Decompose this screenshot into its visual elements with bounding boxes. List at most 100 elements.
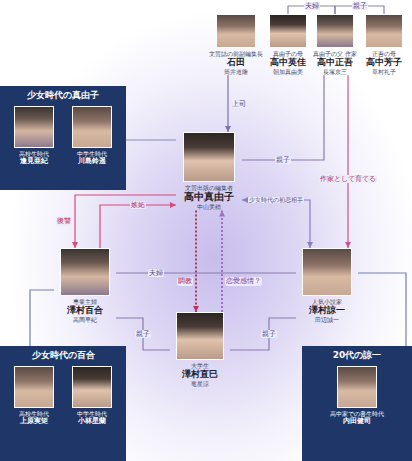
portrait-photo [216,14,256,48]
connector-line [116,272,296,273]
connector-line [75,195,176,248]
role-text: 文芸出版の編集者 [176,184,242,191]
portrait-photo [14,366,54,408]
era-card: 中学生時代小林星蘭 [66,366,118,426]
era-text: 高中家での書生時代 [326,410,388,417]
connector [116,273,296,274]
relation-label: 作家として育てる [319,175,377,183]
relation-label: 少女時代の初恋相手 [248,197,304,204]
character-card: 専業主婦澤村百合高岡早紀 [54,248,116,323]
panel-heading: 少女時代の真由子 [0,90,126,101]
character-card: 人気小説家澤村諒一田辺誠一 [296,248,358,323]
connector-line [227,75,228,132]
connector-line [347,75,348,248]
character-card: 真由子の父 作家高中正吾長塚京三 [312,14,358,75]
actor-text: 田辺誠一 [296,316,358,323]
era-text: 中学生時代 [66,150,118,157]
portrait-photo [183,132,235,182]
actor-text: 高岡早紀 [54,316,116,323]
era-card: 中学生時代川島鈴遥 [66,106,118,166]
era-card: 高中家での書生時代内田健司 [326,366,388,426]
group-panel: 少女時代の百合高校生時代上原実矩中学生時代小林星蘭 [0,346,126,461]
arrow-head [219,210,225,216]
name-text: 高中英佳 [266,57,310,68]
actor-text: 逢見亜紀 [8,157,60,165]
relation-label: 上司 [231,100,247,108]
connector [30,290,54,346]
connector-line [242,75,324,160]
connector-line [221,210,223,312]
role-text: 真由子の母 [266,50,310,57]
connector [230,318,296,350]
actor-text: 草村礼子 [362,68,406,75]
relation-label: 親子 [275,156,291,164]
name-text: 高中正吾 [312,57,358,68]
connector [126,140,176,141]
connector-line [242,200,310,248]
relation-label: 親子 [261,330,277,338]
relation-label: 夫婦 [304,2,320,10]
name-text: 高中芳子 [362,57,406,68]
role-text: 文芸誌の前副編集長 [208,50,264,57]
name-text: 澤村百合 [54,305,116,316]
connector [193,210,199,312]
role-text: 人気小説家 [296,298,358,305]
name-text: 澤村諒一 [296,305,358,316]
connector [358,273,406,346]
relation-label: 親子 [352,2,368,10]
portrait-photo [72,366,112,408]
name-text: 高中真由子 [176,191,242,203]
actor-text: 長塚京三 [312,68,358,75]
character-card: 真由子の母高中英佳朝加真由美 [266,14,310,75]
portrait-photo [337,366,377,408]
actor-text: 筒井道隆 [208,68,264,75]
relation-label: 嫉妬 [130,201,146,209]
connector [345,75,351,248]
group-panel: 少女時代の真由子高校生時代逢見亜紀中学生時代川島鈴遥 [0,86,126,190]
portrait-photo [316,14,354,48]
relation-label: 親子 [135,330,151,338]
era-text: 中学生時代 [66,410,118,417]
portrait-photo [60,248,110,296]
actor-text: 中山美穂 [176,203,242,210]
connector [242,197,313,248]
connector-line [358,273,406,346]
portrait-photo [72,106,112,148]
panel-heading: 少女時代の百合 [0,350,126,361]
actor-text: 朝加真由美 [266,68,310,75]
connector-line [30,290,54,346]
actor-text: 川島鈴遥 [66,157,118,165]
connector-line [230,318,296,350]
group-panel: 20代の諒一高中家での書生時代内田健司 [302,346,412,461]
panel-heading: 20代の諒一 [302,350,412,361]
actor-text: 竜星涼 [170,380,230,387]
relation-label: 復讐 [56,217,72,225]
portrait-photo [365,14,403,48]
character-card: 文芸誌の前副編集長石田筒井道隆 [208,14,264,75]
role-text: 正吾の母 [362,50,406,57]
role-text: 専業主婦 [54,298,116,305]
era-card: 高校生時代逢見亜紀 [8,106,60,166]
character-card: 文芸出版の編集者高中真由子中山美穂 [176,132,242,210]
portrait-photo [14,106,54,148]
connector-line [195,210,197,312]
portrait-photo [302,248,352,296]
portrait-photo [176,312,224,360]
connector-line [100,205,176,248]
relation-label: 恋愛感情？ [225,277,262,285]
connector [72,195,176,248]
actor-text: 小林星蘭 [66,417,118,425]
name-text: 澤村直巳 [170,369,230,380]
relation-label: 調教 [177,277,193,285]
connector [242,75,324,160]
role-text: 真由子の父 作家 [312,50,358,57]
era-card: 高校生時代上原実矩 [8,366,60,426]
name-text: 石田 [208,57,264,68]
era-text: 高校生時代 [8,410,60,417]
actor-text: 上原実矩 [8,417,60,425]
role-text: 大学生 [170,362,230,369]
era-text: 高校生時代 [8,150,60,157]
character-card: 正吾の母高中芳子草村礼子 [362,14,406,75]
portrait-photo [269,14,307,48]
